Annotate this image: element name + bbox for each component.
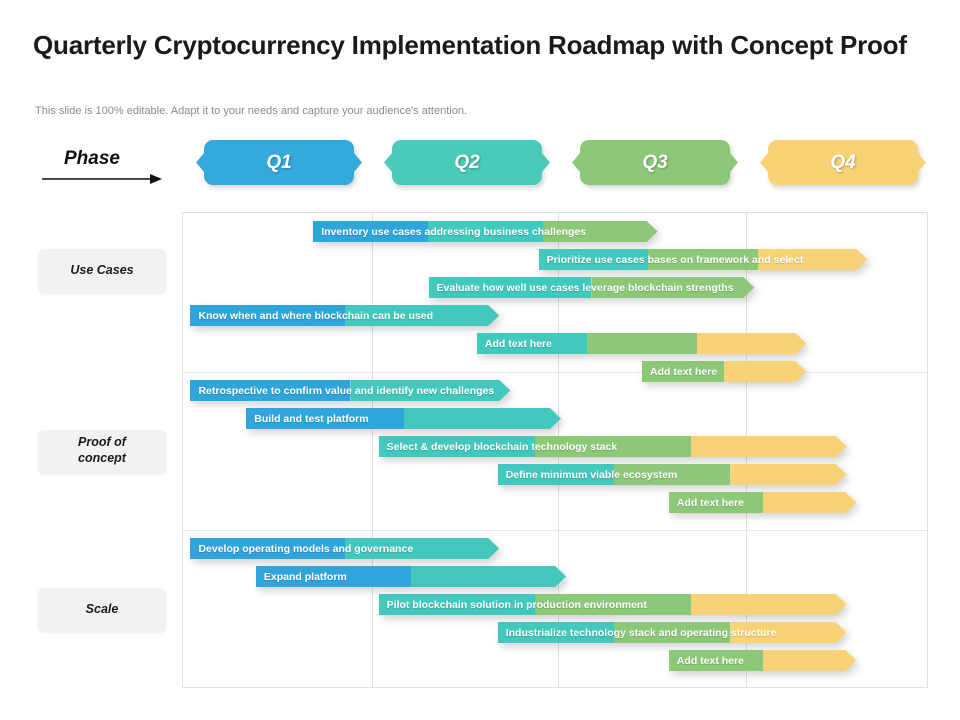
task-bar-segment-q4: [758, 249, 868, 270]
task-bar-segment-q4: [691, 436, 847, 457]
task-bar-segment-q2: [345, 538, 499, 559]
task-bar-segment-q4: [730, 622, 846, 643]
task-bar-segment-q2: [476, 333, 587, 354]
task-bar[interactable]: Develop operating models and governance: [190, 538, 499, 559]
task-bar-segment-q2: [428, 221, 543, 242]
page-title: Quarterly Cryptocurrency Implementation …: [33, 30, 907, 60]
task-bar-segment-q3: [668, 650, 763, 671]
grid-hline-section-1: [183, 372, 927, 373]
task-bar-segment-q4: [691, 594, 847, 615]
roadmap-grid: Inventory use cases addressing business …: [182, 212, 928, 688]
quarter-banner-label: Q1: [266, 151, 292, 173]
task-bar-segment-q3: [614, 464, 731, 485]
task-bar-segment-q4: [724, 361, 806, 382]
task-bar[interactable]: Prioritize use cases bases on framework …: [538, 249, 868, 270]
task-bar[interactable]: Inventory use cases addressing business …: [313, 221, 657, 242]
task-bar-segment-q2: [378, 436, 535, 457]
task-bar-segment-q1: [255, 566, 412, 587]
task-bar[interactable]: Know when and where blockchain can be us…: [190, 305, 499, 326]
page-subtitle: This slide is 100% editable. Adapt it to…: [35, 105, 467, 117]
task-bar-segment-q3: [534, 436, 691, 457]
quarter-banner-q3[interactable]: Q3: [580, 140, 730, 185]
task-bar[interactable]: Retrospective to confirm value and ident…: [190, 380, 510, 401]
task-bar-segment-q1: [313, 221, 428, 242]
task-bar[interactable]: Add text here: [476, 333, 807, 354]
task-bar-segment-q1: [190, 305, 345, 326]
task-bar-segment-q2: [538, 249, 649, 270]
task-bar-segment-q4: [697, 333, 807, 354]
task-bar-segment-q2: [497, 464, 614, 485]
task-bar[interactable]: Build and test platform: [246, 408, 561, 429]
quarter-banner-q4[interactable]: Q4: [768, 140, 918, 185]
task-bar-segment-q4: [763, 650, 857, 671]
task-bar-segment-q1: [190, 538, 345, 559]
task-bar-segment-q2: [350, 380, 510, 401]
task-bar[interactable]: Select & develop blockchain technology s…: [378, 436, 847, 457]
task-bar-segment-q3: [642, 361, 725, 382]
quarter-banner-q2[interactable]: Q2: [392, 140, 542, 185]
task-bar-segment-q2: [428, 277, 592, 298]
task-bar[interactable]: Evaluate how well use cases leverage blo…: [428, 277, 755, 298]
phase-label: Phase: [64, 148, 120, 169]
task-bar-segment-q3: [543, 221, 658, 242]
task-bar-segment-q3: [614, 622, 731, 643]
task-bar-segment-q3: [648, 249, 758, 270]
section-label-scale: Scale: [38, 588, 166, 632]
section-label-use-cases: Use Cases: [38, 249, 166, 293]
section-label-line: Proof of: [78, 435, 126, 449]
grid-hline-section-2: [183, 530, 927, 531]
task-bar-segment-q4: [730, 464, 846, 485]
task-bar-segment-q1: [190, 380, 351, 401]
task-bar-segment-q3: [586, 333, 697, 354]
grid-vline-q1-q2: [372, 213, 373, 687]
quarter-banner-q1[interactable]: Q1: [204, 140, 354, 185]
task-bar[interactable]: Pilot blockchain solution in production …: [378, 594, 847, 615]
task-bar-segment-q2: [497, 622, 614, 643]
task-bar[interactable]: Industrialize technology stack and opera…: [497, 622, 847, 643]
task-bar-segment-q2: [345, 305, 499, 326]
task-bar[interactable]: Add text here: [642, 361, 806, 382]
task-bar-segment-q3: [668, 492, 763, 513]
task-bar[interactable]: Add text here: [668, 650, 857, 671]
task-bar[interactable]: Expand platform: [255, 566, 566, 587]
quarter-banner-label: Q4: [830, 151, 856, 173]
quarter-banner-label: Q2: [454, 151, 480, 173]
task-bar[interactable]: Define minimum viable ecosystem: [497, 464, 847, 485]
task-bar-segment-q2: [411, 566, 566, 587]
task-bar-segment-q4: [763, 492, 857, 513]
task-bar-segment-q2: [404, 408, 561, 429]
quarter-banner-label: Q3: [642, 151, 668, 173]
task-bar-segment-q3: [534, 594, 691, 615]
section-label-text: Scale: [85, 602, 119, 617]
task-bar[interactable]: Add text here: [668, 492, 857, 513]
right-arrow-icon: [42, 174, 162, 184]
task-bar-segment-q1: [246, 408, 404, 429]
task-bar-segment-q2: [378, 594, 535, 615]
task-bar-segment-q3: [591, 277, 754, 298]
section-label-text: Use Cases: [70, 263, 134, 278]
section-label-line: concept: [78, 450, 126, 465]
